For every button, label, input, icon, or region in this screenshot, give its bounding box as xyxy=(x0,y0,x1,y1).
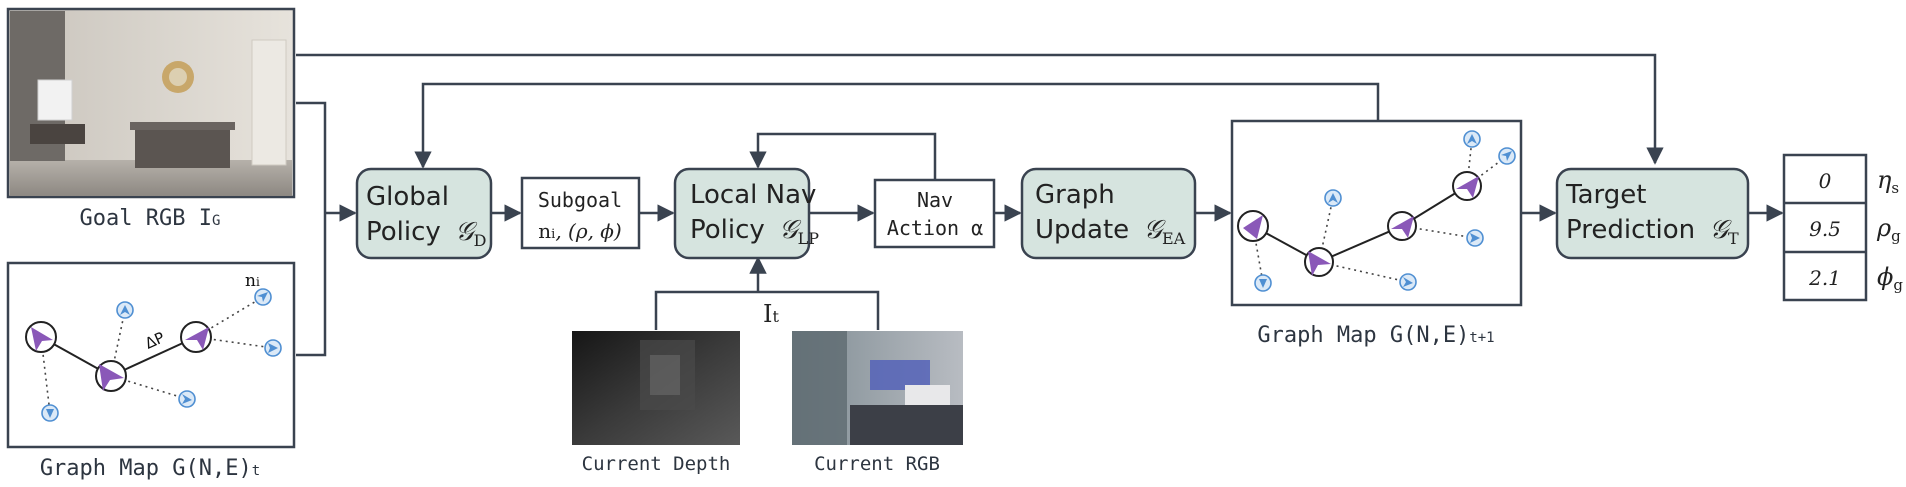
frontier-node-icon xyxy=(116,301,134,319)
frontier-node-icon xyxy=(1498,147,1516,165)
frontier-node-icon xyxy=(264,339,282,357)
graph-map-t-graph: ΔP ni xyxy=(25,271,282,422)
subgoal-line2: ni, (𝜌, 𝜙) xyxy=(538,219,622,243)
connectors xyxy=(296,53,1784,357)
graph-map-t1-graph xyxy=(1237,130,1516,292)
agent-node-icon xyxy=(1304,247,1334,277)
frontier-node-icon xyxy=(1463,130,1481,148)
dotted-edge xyxy=(1252,225,1264,284)
local-nav-policy-block: Local Nav Policy 𝒢LP xyxy=(673,167,819,260)
nav-action-line1: Nav xyxy=(917,188,953,212)
goal-rgb-image xyxy=(6,7,296,199)
current-rgb-image xyxy=(792,331,963,445)
output-symbol-rho: ρg xyxy=(1876,214,1901,245)
target-prediction-block: Target Prediction 𝒢T xyxy=(1555,167,1750,260)
agent-node-icon xyxy=(95,360,127,392)
local-nav-line2: Policy 𝒢LP xyxy=(690,215,819,248)
frontier-node-icon xyxy=(178,390,196,408)
frontier-node-icon xyxy=(254,288,272,306)
dotted-edge xyxy=(1466,155,1508,187)
nav-action-block: Nav Action α xyxy=(873,178,996,249)
agent-node-icon xyxy=(25,321,57,353)
output-symbol-phi: ϕg xyxy=(1877,263,1903,294)
target-prediction-line1: Target xyxy=(1565,180,1646,210)
frontier-node-icon xyxy=(1254,274,1272,292)
output-value-phi: 2.1 xyxy=(1808,266,1841,290)
global-policy-line2: Policy 𝒢D xyxy=(366,217,486,250)
nav-action-line2: Action α xyxy=(887,216,983,240)
graph-update-block: Graph Update 𝒢EA xyxy=(1020,167,1197,260)
agent-node-icon xyxy=(1237,210,1269,242)
current-depth-image xyxy=(572,331,740,445)
agent-node-icon xyxy=(1387,211,1417,241)
output-value-eta: 0 xyxy=(1819,169,1832,193)
subgoal-block: Subgoal ni, (𝜌, 𝜙) xyxy=(520,176,641,250)
target-prediction-line2: Prediction 𝒢T xyxy=(1566,215,1739,248)
frontier-node-icon xyxy=(1324,189,1342,207)
output-symbol-eta: ηs xyxy=(1877,166,1899,197)
output-value-rho: 9.5 xyxy=(1809,217,1841,241)
node-ni-label: ni xyxy=(245,271,260,291)
global-policy-line1: Global xyxy=(366,182,449,212)
current-depth-caption: Current Depth xyxy=(582,453,731,475)
graph-update-line1: Graph xyxy=(1035,180,1115,210)
frontier-node-icon xyxy=(41,404,59,422)
local-nav-line1: Local Nav xyxy=(690,180,816,210)
graph-update-line2: Update 𝒢EA xyxy=(1035,215,1186,248)
observation-label: It xyxy=(763,300,779,328)
goal-rgb-caption: Goal RGB IG xyxy=(80,206,221,231)
graph-map-t1-panel xyxy=(1230,119,1523,307)
graph-map-t-caption: Graph Map G(N,E)t xyxy=(40,456,260,481)
frontier-node-icon xyxy=(1466,229,1484,247)
subgoal-line1: Subgoal xyxy=(538,188,622,212)
current-rgb-caption: Current RGB xyxy=(814,453,940,475)
dotted-edge xyxy=(1318,197,1334,263)
output-stack: 0 9.5 2.1 ηs ρg ϕg xyxy=(1782,153,1903,302)
agent-node-icon xyxy=(1452,171,1482,201)
agent-node-icon xyxy=(180,321,212,353)
frontier-node-icon xyxy=(1399,273,1417,291)
global-policy-block: Global Policy 𝒢D xyxy=(355,167,493,260)
graph-map-t1-caption: Graph Map G(N,E)t+1 xyxy=(1257,323,1494,348)
